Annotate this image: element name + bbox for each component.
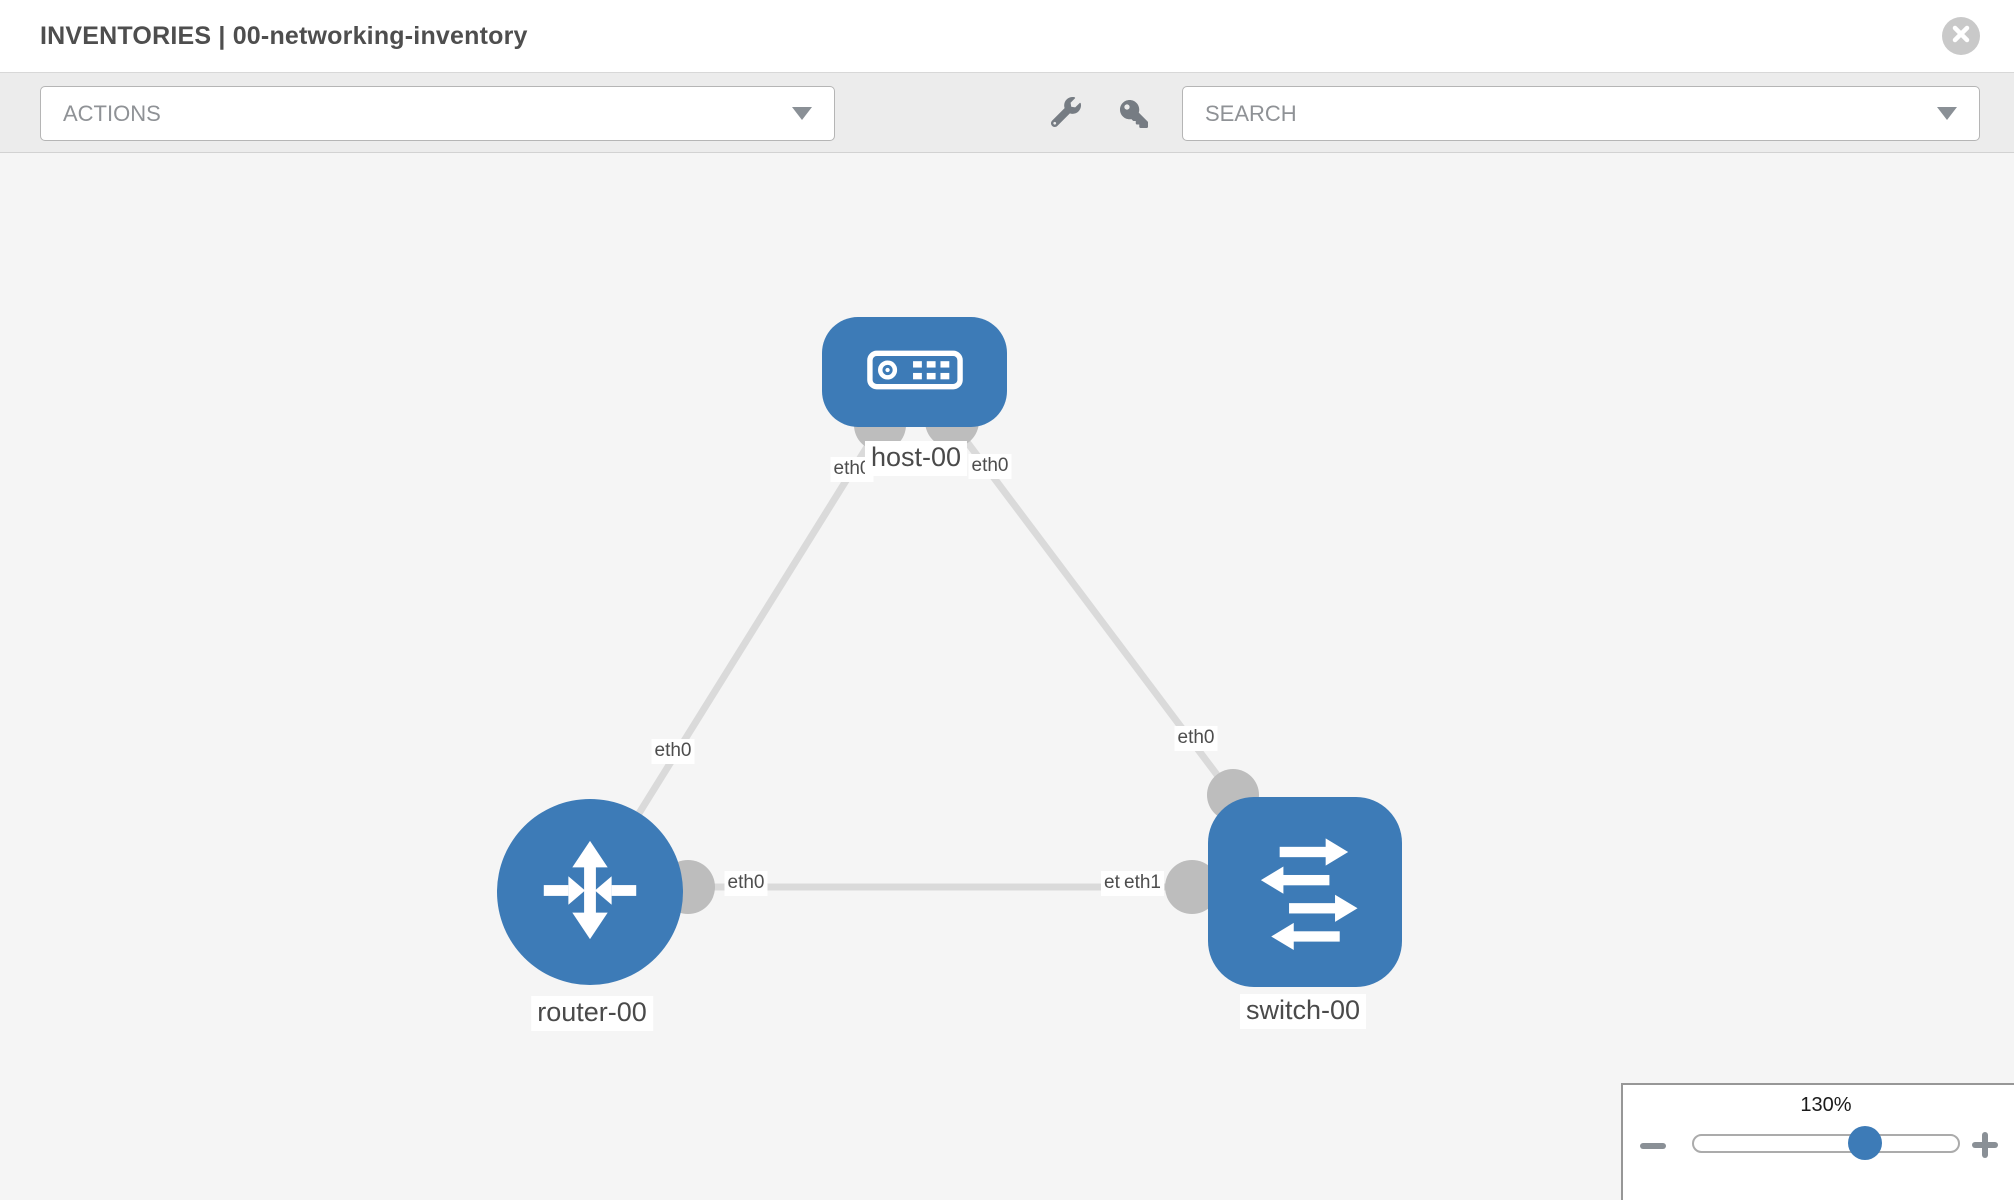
if-label-switch-eth0-top: eth0	[1174, 726, 1218, 751]
topology-links-layer	[587, 394, 1308, 914]
close-button[interactable]	[1942, 17, 1980, 55]
host-icon	[866, 349, 964, 396]
node-host-00[interactable]	[822, 317, 1007, 427]
toolbar: ACTIONS SEARCH	[0, 72, 2014, 153]
router-icon	[531, 831, 649, 954]
node-label-router-00: router-00	[531, 996, 653, 1031]
chevron-down-icon	[792, 107, 812, 120]
header: INVENTORIES | 00-networking-inventory	[0, 0, 2014, 72]
page-title: INVENTORIES | 00-networking-inventory	[40, 21, 528, 50]
topology-canvas[interactable]: host-00 router-00 switch-00 eth0 eth0 et…	[0, 153, 2014, 1200]
if-label-switch-eth1: eth1	[1121, 871, 1164, 896]
interface-connector	[1165, 860, 1219, 914]
configure-button[interactable]	[1049, 96, 1083, 132]
node-switch-00[interactable]	[1208, 797, 1402, 987]
if-label-host-eth0-right: eth0	[968, 454, 1012, 479]
search-placeholder: SEARCH	[1205, 100, 1297, 126]
actions-dropdown-label: ACTIONS	[63, 100, 161, 126]
zoom-in-button[interactable]	[1970, 1130, 2000, 1165]
zoom-panel: 130%	[1621, 1083, 2014, 1200]
node-router-00[interactable]	[497, 799, 683, 985]
actions-dropdown[interactable]: ACTIONS	[40, 86, 835, 141]
zoom-slider-thumb[interactable]	[1848, 1126, 1882, 1160]
minus-icon	[1639, 1143, 1667, 1164]
zoom-percent-label: 130%	[1800, 1094, 1852, 1116]
node-label-switch-00: switch-00	[1239, 994, 1367, 1029]
chevron-down-icon	[1937, 107, 1957, 120]
switch-icon	[1244, 829, 1366, 956]
zoom-out-button[interactable]	[1639, 1132, 1667, 1165]
close-icon	[1951, 24, 1971, 49]
zoom-slider-track[interactable]	[1692, 1134, 1960, 1153]
if-label-router-eth0-right: eth0	[724, 871, 768, 896]
wrench-icon	[1050, 96, 1081, 132]
key-icon	[1120, 100, 1148, 128]
node-label-host-00: host-00	[864, 441, 968, 476]
if-label-router-eth0-top: eth0	[651, 739, 695, 764]
search-dropdown[interactable]: SEARCH	[1182, 86, 1980, 141]
plus-icon	[1970, 1132, 2000, 1164]
credentials-button[interactable]	[1117, 97, 1151, 131]
